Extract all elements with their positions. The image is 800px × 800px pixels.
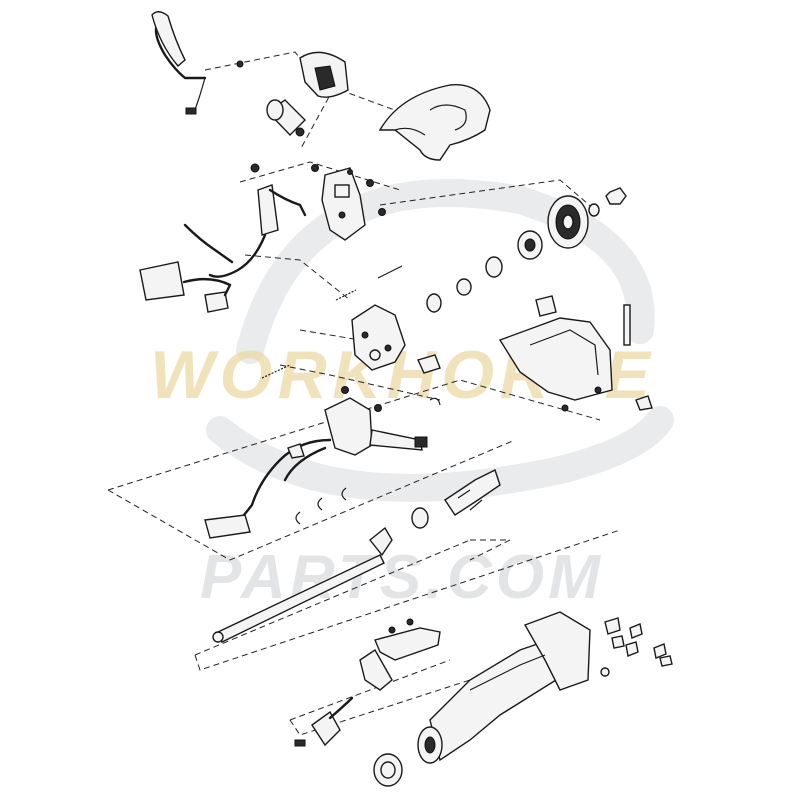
lower-cover: [498, 295, 613, 412]
watermark: WORKHORSE PARTS.COM: [150, 179, 674, 612]
column-cover: [378, 84, 491, 161]
turn-signal-switch: [324, 386, 428, 456]
mounting-bolts: [600, 617, 673, 677]
shift-tube-bushing: [294, 696, 403, 787]
bearing: [426, 230, 543, 313]
watermark-swoosh-upper: [236, 179, 655, 364]
wiring-harness-upper: [139, 184, 307, 313]
retaining-rings: [295, 487, 347, 525]
wiring-harness-lower: [204, 438, 332, 539]
shift-boot: [299, 51, 349, 98]
lock-housing: [351, 304, 406, 371]
lock-cylinder: [266, 99, 306, 137]
shift-lever: [151, 11, 207, 115]
lock-plate: [547, 195, 589, 249]
assembly-lines: [107, 51, 621, 736]
tilt-bracket: [359, 618, 441, 691]
column-jacket: [417, 611, 591, 764]
steering-shaft: [212, 526, 393, 643]
ignition-switch-housing: [321, 167, 366, 241]
pin: [623, 304, 653, 411]
nut: [605, 187, 627, 205]
mounting-bolts-upper: [236, 60, 386, 216]
washer: [588, 203, 600, 217]
retainer: [417, 354, 441, 406]
universal-joint: [411, 469, 501, 529]
watermark-secondary-text: PARTS.COM: [200, 543, 601, 612]
spring: [261, 265, 403, 379]
